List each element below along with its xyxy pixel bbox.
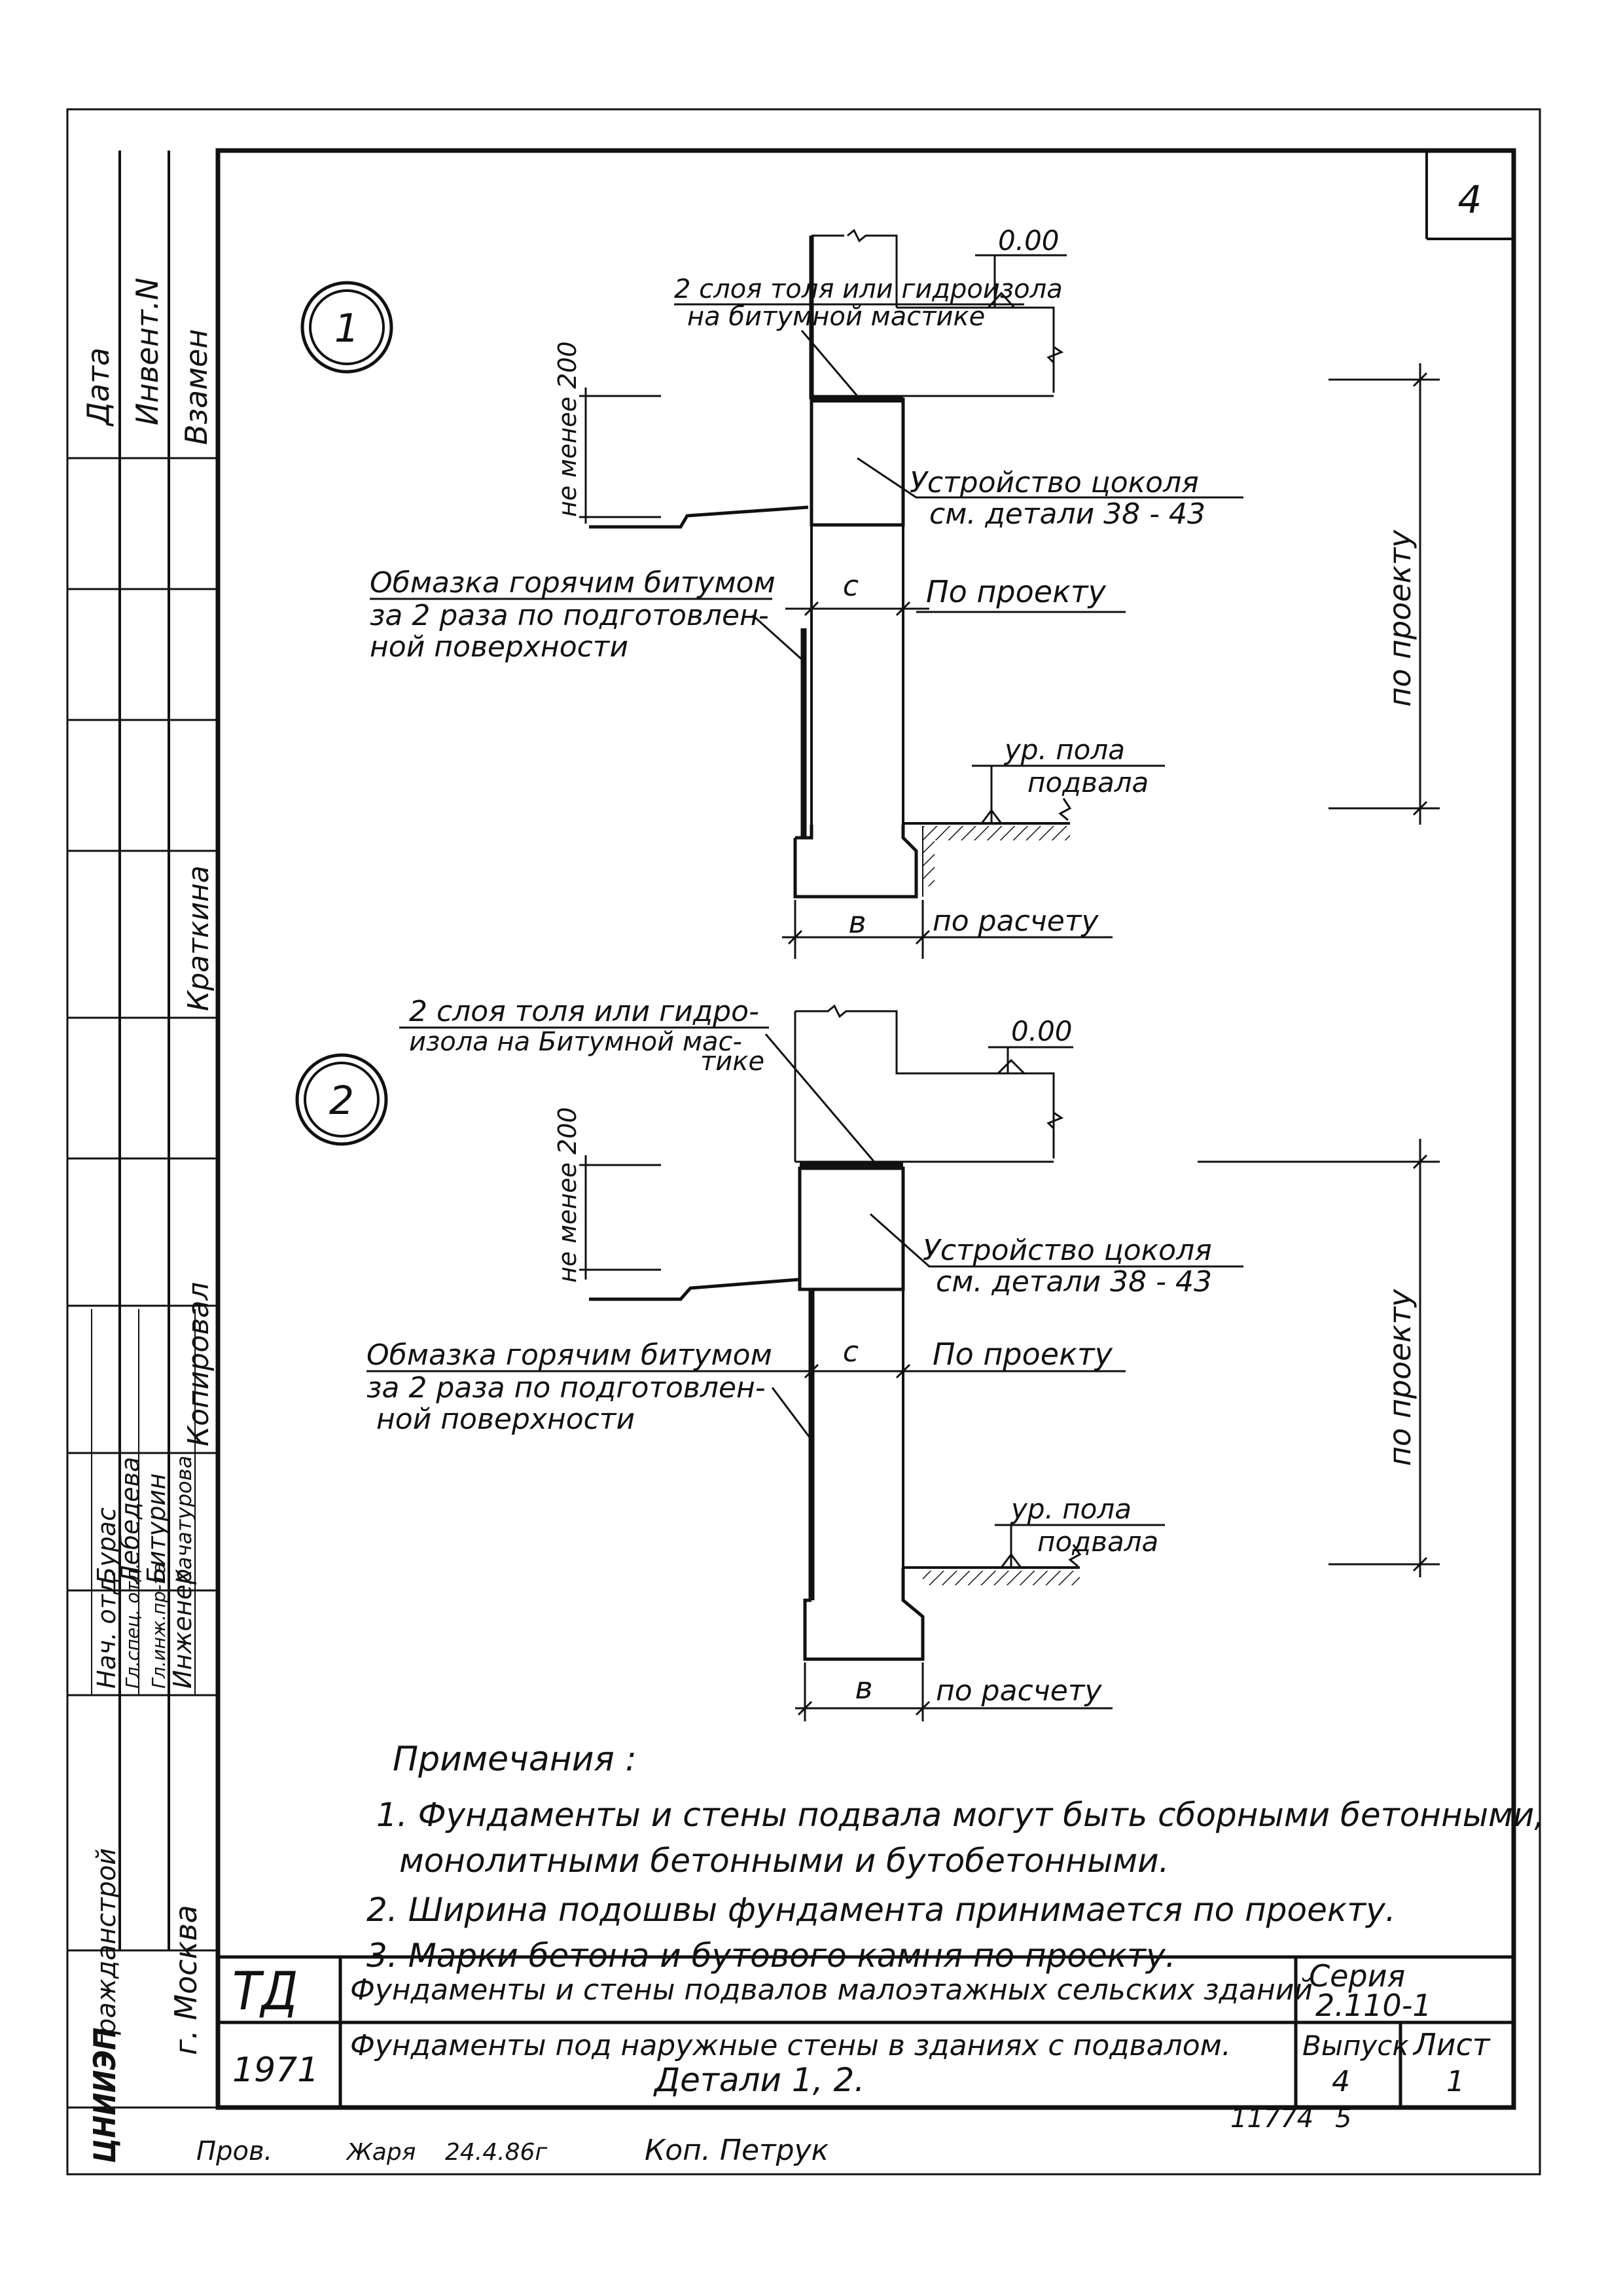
detail-2-by-project: По проекту [933, 1336, 1113, 1372]
detail-1: 1 0.00 не менее 200 2 слоя [300, 224, 1440, 959]
title-2-line-2: Детали 1, 2. [653, 2061, 865, 2099]
detail-1-marker-inner [309, 289, 385, 365]
note-2: 2. Ширина подошвы фундамента принимается… [366, 1891, 1396, 1929]
sheet-number-box: 4 [1425, 151, 1514, 240]
check-date: 24.4.86г [445, 2139, 548, 2166]
organization-tail: гражданстрой [92, 1848, 122, 2049]
detail-2-plinth-line-2: см. детали 38 - 43 [936, 1265, 1212, 1299]
name-2: Лебедева [116, 1457, 145, 1585]
detail-2-marker-inner [304, 1062, 380, 1138]
issue-label: Выпуск [1302, 2030, 1409, 2062]
role-1: Нач. отд. [92, 1570, 121, 1689]
detail-2-floor-line-2: подвала [1037, 1526, 1158, 1558]
detail-2-marker-outer [295, 1053, 388, 1146]
series-value: 2.110-1 [1315, 1988, 1432, 2023]
sheet-value: 1 [1446, 2065, 1465, 2098]
detail-1-min-200: не менее 200 [553, 341, 582, 517]
name-4: Хачатурова [171, 1456, 196, 1585]
detail-2-min-200: не менее 200 [553, 1107, 582, 1283]
detail-2-plinth-line-1: Устройство цоколя [923, 1234, 1212, 1267]
detail-1-elevation: 0.00 [998, 224, 1060, 257]
title-2-line-1: Фундаменты под наружные стены в зданиях … [350, 2029, 1231, 2062]
detail-1-dim-b: в [848, 905, 866, 940]
role-2: Гл.спец. отд. [122, 1563, 143, 1689]
sheet-number: 4 [1458, 177, 1482, 222]
detail-2-coating-line-3: ной поверхности [376, 1403, 635, 1436]
notes-title: Примечания : [393, 1740, 637, 1779]
detail-2-vertical-by-project: по проекту [1382, 1289, 1418, 1466]
city: г. Москва [168, 1905, 204, 2055]
detail-1-by-project: По проекту [926, 574, 1107, 609]
role-4: Инженер [168, 1569, 197, 1689]
series-label: Серия [1309, 1958, 1405, 1994]
copied-by: Коп. Петрук [645, 2134, 829, 2167]
role-3: Гл.инж.пр-та [148, 1562, 169, 1689]
inventory-number: 11774 [1230, 2104, 1313, 2134]
name-kratkina: Краткина [182, 865, 215, 1011]
detail-2-dim-c: с [843, 1335, 859, 1369]
note-1-cont: монолитными бетонными и бутобетонными. [399, 1842, 1169, 1880]
detail-2-elevation: 0.00 [1011, 1015, 1073, 1047]
header-inventory: Инвент.N [130, 278, 165, 425]
detail-1-plinth-line-1: Устройство цоколя [910, 466, 1199, 499]
signature: Жаря [346, 2139, 416, 2166]
label-copied: Копировал [182, 1282, 215, 1446]
header-replace: Взамен [179, 329, 214, 445]
detail-1-number: 1 [334, 306, 359, 351]
detail-1-coating-line-2: за 2 раза по подготовлен- [370, 599, 769, 632]
sheet-label: Лист [1412, 2027, 1491, 2062]
organization: ЦНИИЭП [87, 2028, 122, 2163]
page-number: 5 [1335, 2104, 1351, 2134]
detail-2: 2 0.00 не менее 200 2 слоя толя или гидр… [295, 995, 1440, 1721]
detail-2-layers-line-1: 2 слоя толя или гидро- [409, 995, 759, 1028]
detail-2-layers-line-2: изола на Битумной мас- [409, 1027, 742, 1057]
detail-1-marker-outer [300, 281, 393, 374]
detail-2-coating-line-2: за 2 раза по подготовлен- [366, 1371, 766, 1405]
detail-2-by-calc: по расчету [936, 1674, 1102, 1708]
issue-value: 4 [1332, 2065, 1350, 2098]
name-3: Битурин [142, 1473, 171, 1584]
detail-1-layers-line-1: 2 слоя толя или гидроизола [674, 274, 1063, 304]
header-date: Дата [80, 348, 116, 427]
detail-1-coating-line-3: ной поверхности [370, 630, 628, 664]
detail-2-dim-b: в [855, 1670, 872, 1706]
detail-1-coating-line-1: Обмазка горячим битумом [370, 566, 776, 600]
detail-2-layers-line-3: тике [700, 1047, 764, 1077]
detail-1-floor-line-1: ур. пола [1003, 734, 1125, 766]
detail-2-number: 2 [329, 1078, 354, 1124]
detail-1-dim-c: с [843, 569, 859, 603]
detail-1-by-calc: по расчету [933, 905, 1099, 938]
left-strip: Дата Инвент.N Взамен Краткина Копировал … [67, 151, 218, 2163]
title-1: Фундаменты и стены подвалов малоэтажных … [350, 1973, 1313, 2007]
title-block: ТД 1971 Фундаменты и стены подвалов мало… [67, 1955, 1516, 2109]
notes: Примечания : 1. Фундаменты и стены подва… [366, 1740, 1544, 1975]
detail-1-vertical-by-project: по проекту [1382, 529, 1418, 707]
detail-1-floor-line-2: подвала [1027, 766, 1149, 798]
checked-label: Пров. [196, 2136, 272, 2166]
note-1: 1. Фундаменты и стены подвала могут быть… [376, 1796, 1544, 1834]
name-1: Бурас [92, 1507, 121, 1584]
detail-2-floor-line-1: ур. пола [1010, 1493, 1132, 1525]
footer: 11774 5 Пров. Жаря 24.4.86г Коп. Петрук [196, 2104, 1351, 2167]
year: 1971 [232, 2051, 319, 2090]
detail-2-coating-line-1: Обмазка горячим битумом [366, 1338, 772, 1372]
outer-border [66, 108, 1541, 2176]
detail-1-plinth-line-2: см. детали 38 - 43 [929, 497, 1205, 531]
code-td: ТД [232, 1961, 298, 2022]
detail-1-layers-line-2: на битумной мастике [687, 302, 985, 332]
